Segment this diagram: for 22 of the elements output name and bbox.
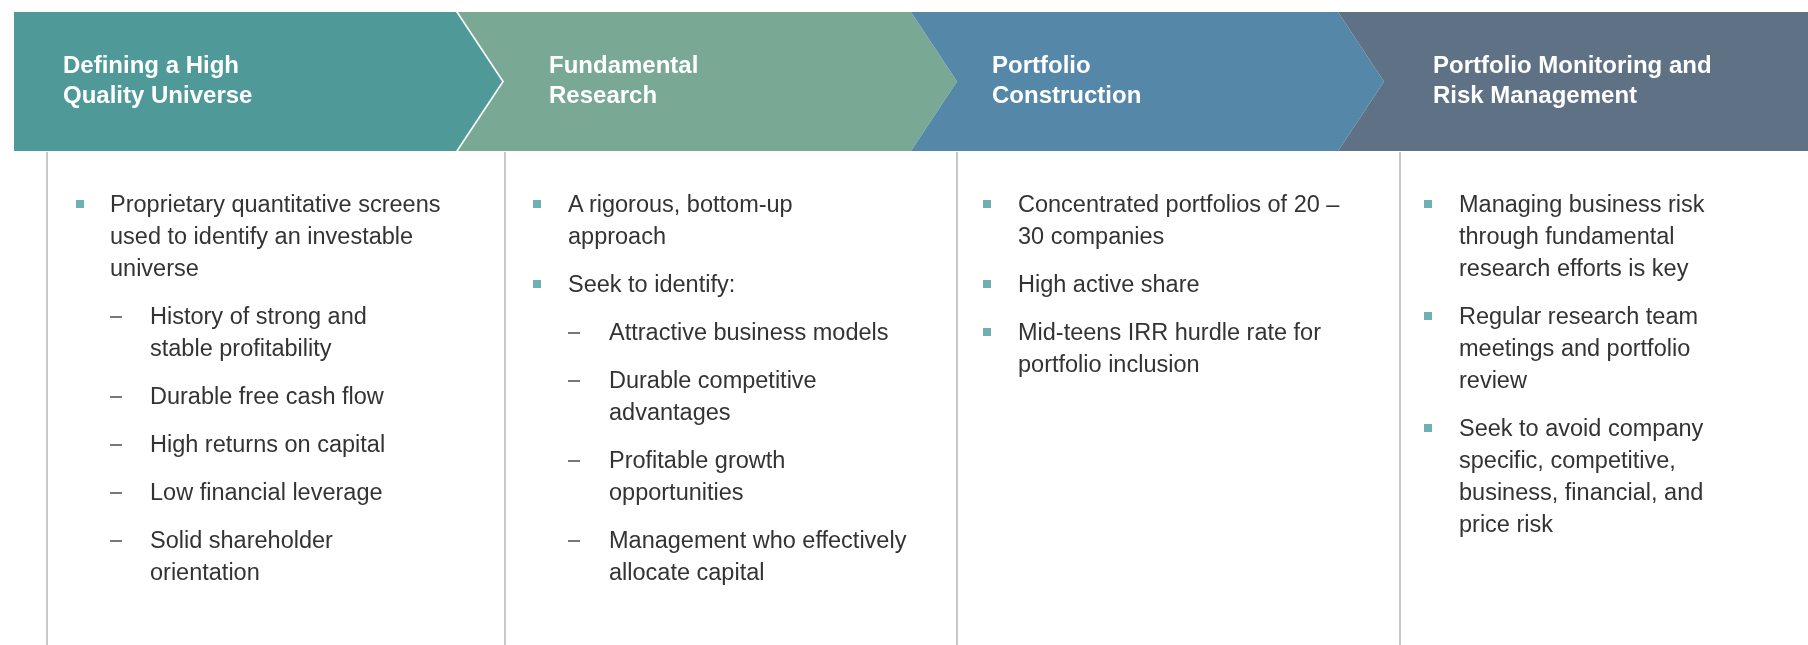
stage-title: Defining a High Quality Universe bbox=[63, 50, 254, 110]
bullet-text: Mid-teens IRR hurdle rate for portfolio inclusion bbox=[1018, 318, 1322, 379]
bullet-text: Seek to avoid company specific, competitive, business, financial, and price risk bbox=[1459, 414, 1705, 539]
bullet-text: High returns on capital bbox=[150, 430, 387, 459]
stage-title: Fundamental Research bbox=[549, 50, 700, 110]
bullet-text: Solid shareholder orientation bbox=[150, 526, 334, 587]
stage-title: Portfolio Monitoring and Risk Management bbox=[1433, 50, 1713, 110]
bullet-text: History of strong and stable profitability bbox=[150, 302, 368, 363]
bullet-text: Proprietary quantitative screens used to identify an investable universe bbox=[110, 190, 442, 283]
bullet-text: Profitable growth opportunities bbox=[609, 446, 787, 507]
bullet-text: Attractive business models bbox=[609, 318, 890, 347]
bullet-text: High active share bbox=[1018, 270, 1201, 299]
bullet-text: Low financial leverage bbox=[150, 478, 384, 507]
bullet-text: Regular research team meetings and portfolio review bbox=[1459, 302, 1700, 395]
bullet-text: Durable competitive advantages bbox=[609, 366, 818, 427]
bullet-text: Seek to identify: bbox=[568, 270, 737, 299]
bullet-text: Concentrated portfolios of 20 – 30 companies bbox=[1018, 190, 1341, 251]
bullet-text: A rigorous, bottom-up approach bbox=[568, 190, 794, 251]
bullet-text: Management who effectively allocate capital bbox=[609, 526, 908, 587]
bullet-text: Managing business risk through fundamental research efforts is key bbox=[1459, 190, 1706, 283]
bullet-text: Durable free cash flow bbox=[150, 382, 385, 411]
stage-title: Portfolio Construction bbox=[992, 50, 1143, 110]
